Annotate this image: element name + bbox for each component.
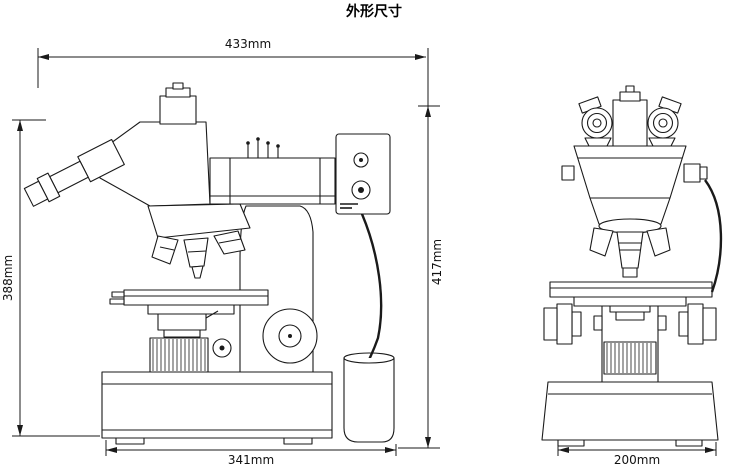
base [101,371,333,445]
dimension-right-height [398,105,440,449]
front-power-cord [704,179,723,293]
dimension-left-height [12,119,100,437]
dimension-label-front-base-width: 200mm [614,453,660,467]
coarse-focus-knob [262,308,318,364]
dimension-front-base-width [557,442,717,456]
lamp-house [335,133,391,215]
drawing-title: 外形尺寸 [346,3,402,20]
illuminator-tube [209,137,336,205]
front-side-port [683,163,708,183]
dimension-side-base-width [105,440,397,456]
condenser [147,304,235,338]
front-focus-knobs [543,303,717,345]
front-nosepiece-objectives [589,197,671,278]
dimension-label-top-width: 433mm [225,37,271,51]
nosepiece-objectives [147,203,251,279]
power-cord [360,213,383,361]
dimension-top-width [37,48,429,106]
stage [109,289,269,306]
microscope-front-view [541,85,723,447]
front-base [541,381,719,447]
front-head [561,145,687,199]
dimension-label-left-height: 388mm [1,255,15,301]
front-trinocular-tube [612,85,648,149]
cord-holder [343,352,395,443]
front-stage [549,281,713,307]
microscope-side-view [23,82,395,445]
dimension-label-right-height: 417mm [430,239,444,285]
front-lamp-collector [603,341,657,375]
trinocular-tube [159,82,197,125]
eyepiece-tube [23,138,125,207]
fine-focus-knob [212,338,232,358]
lamp-collector [149,337,209,373]
dimension-label-side-base-width: 341mm [228,453,274,467]
